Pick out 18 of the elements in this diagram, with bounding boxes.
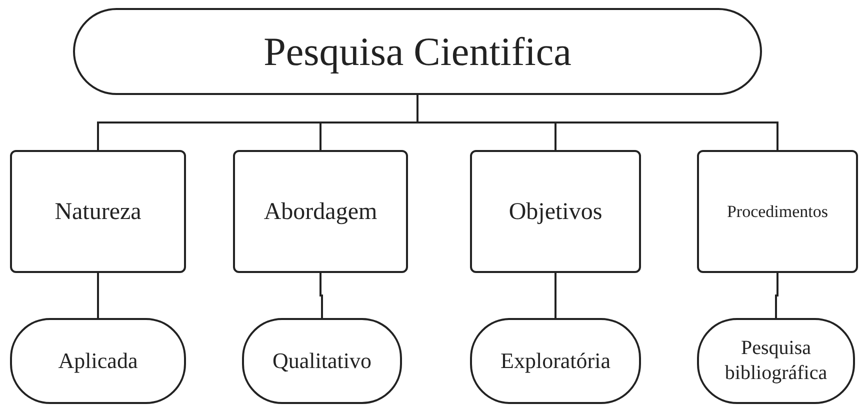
node-label: Objetivos xyxy=(508,198,602,226)
node-label: Exploratória xyxy=(500,347,610,375)
node-label: Procedimentos xyxy=(726,200,828,222)
node-label: Natureza xyxy=(54,198,142,226)
connector-line xyxy=(554,273,556,318)
category-box xyxy=(697,150,858,273)
node-label: Aplicada xyxy=(58,347,138,375)
connector-line xyxy=(775,273,778,318)
node-label: Abordagem xyxy=(264,198,378,226)
node-label: Qualitativo xyxy=(272,347,372,375)
category-box xyxy=(10,150,186,273)
node-label: Pesquisa Cientifica xyxy=(264,28,572,76)
category-box xyxy=(233,150,408,273)
connector-line xyxy=(416,95,778,150)
connector-line xyxy=(320,273,323,318)
connector-line xyxy=(97,273,99,318)
node-label: Pesquisa bibliográfica xyxy=(724,336,828,386)
category-box xyxy=(470,150,641,273)
